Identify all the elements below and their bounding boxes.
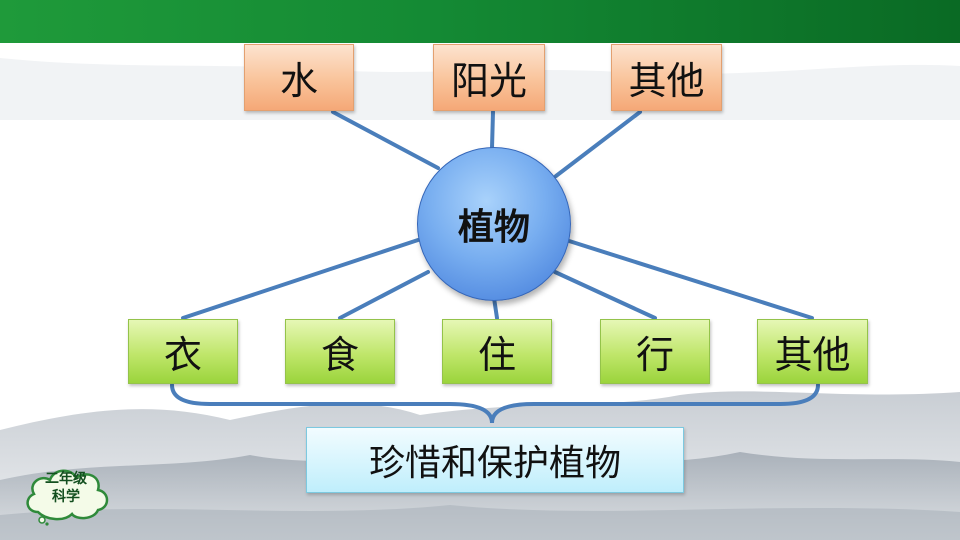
need-box-water: 水 [244, 44, 354, 111]
need-box-sunlight: 阳光 [433, 44, 545, 111]
use-box-food: 食 [285, 319, 395, 384]
need-box-other: 其他 [611, 44, 722, 111]
grade-badge-text: 二年级 科学 [20, 470, 112, 506]
grade-badge-cloud-icon [26, 469, 109, 526]
center-node-plant: 植物 [417, 147, 571, 301]
badge-line-subject: 科学 [52, 489, 80, 505]
top-banner [0, 0, 960, 43]
badge-line-grade: 二年级 [45, 471, 87, 487]
use-box-housing: 住 [442, 319, 552, 384]
use-box-travel: 行 [600, 319, 710, 384]
use-box-other: 其他 [757, 319, 868, 384]
use-box-clothing: 衣 [128, 319, 238, 384]
conclusion-box: 珍惜和保护植物 [306, 427, 684, 493]
